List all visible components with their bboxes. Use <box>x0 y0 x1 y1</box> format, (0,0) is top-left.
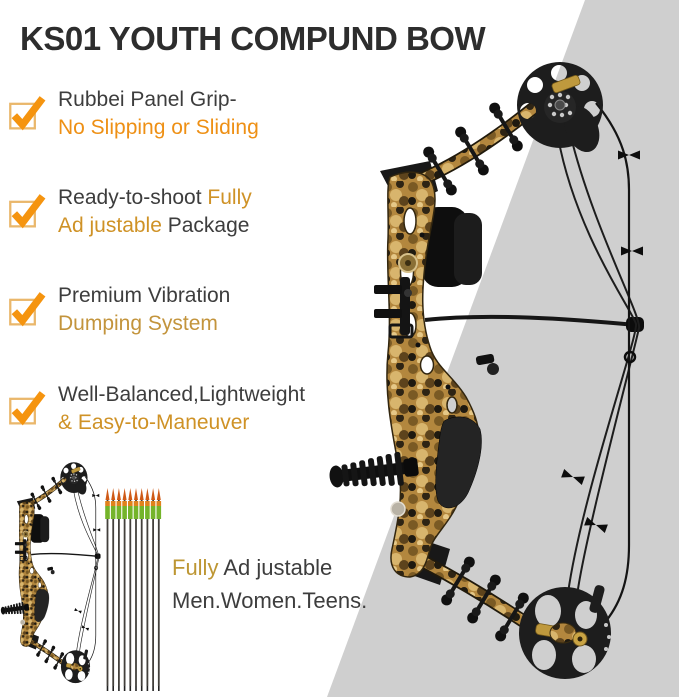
feature-balanced: Well-Balanced,Lightweight & Easy-to-Mane… <box>8 381 305 437</box>
feature-line2: Ad justable Package <box>58 214 250 237</box>
feature-text: Well-Balanced,Lightweight & Easy-to-Mane… <box>58 381 305 437</box>
checkmark-icon <box>9 391 46 426</box>
arrow-set-image <box>104 487 163 692</box>
feature-line1: Well-Balanced,Lightweight <box>58 383 306 406</box>
feature-vibration: Premium Vibration Dumping System <box>8 282 230 338</box>
feature-line2: No Slipping or Sliding <box>58 116 259 139</box>
checkmark-icon <box>9 194 46 229</box>
checkmark-icon <box>9 96 46 131</box>
feature-text: Rubbei Panel Grip- No Slipping or Slidin… <box>58 86 259 142</box>
small-bow-image <box>0 462 100 683</box>
checkmark-icon <box>9 292 46 327</box>
feature-line1: Ready-to-shoot Fully <box>58 186 252 209</box>
feature-line2: & Easy-to-Maneuver <box>58 411 250 434</box>
feature-line2: Dumping System <box>58 312 218 335</box>
feature-adjustable: Ready-to-shoot Fully Ad justable Package <box>8 184 252 240</box>
page-title: KS01 YOUTH COMPUND BOW <box>20 20 486 57</box>
feature-line1: Rubbei Panel Grip- <box>58 88 237 111</box>
feature-grip: Rubbei Panel Grip- No Slipping or Slidin… <box>8 86 259 142</box>
caption-line1: Fully Ad justable <box>172 555 333 580</box>
feature-text: Ready-to-shoot Fully Ad justable Package <box>58 184 252 240</box>
background-diagonal <box>327 0 679 697</box>
caption: Fully Ad justable Men.Women.Teens. <box>172 551 367 617</box>
feature-text: Premium Vibration Dumping System <box>58 282 230 338</box>
caption-line2: Men.Women.Teens. <box>172 588 368 613</box>
feature-line1: Premium Vibration <box>58 284 231 307</box>
